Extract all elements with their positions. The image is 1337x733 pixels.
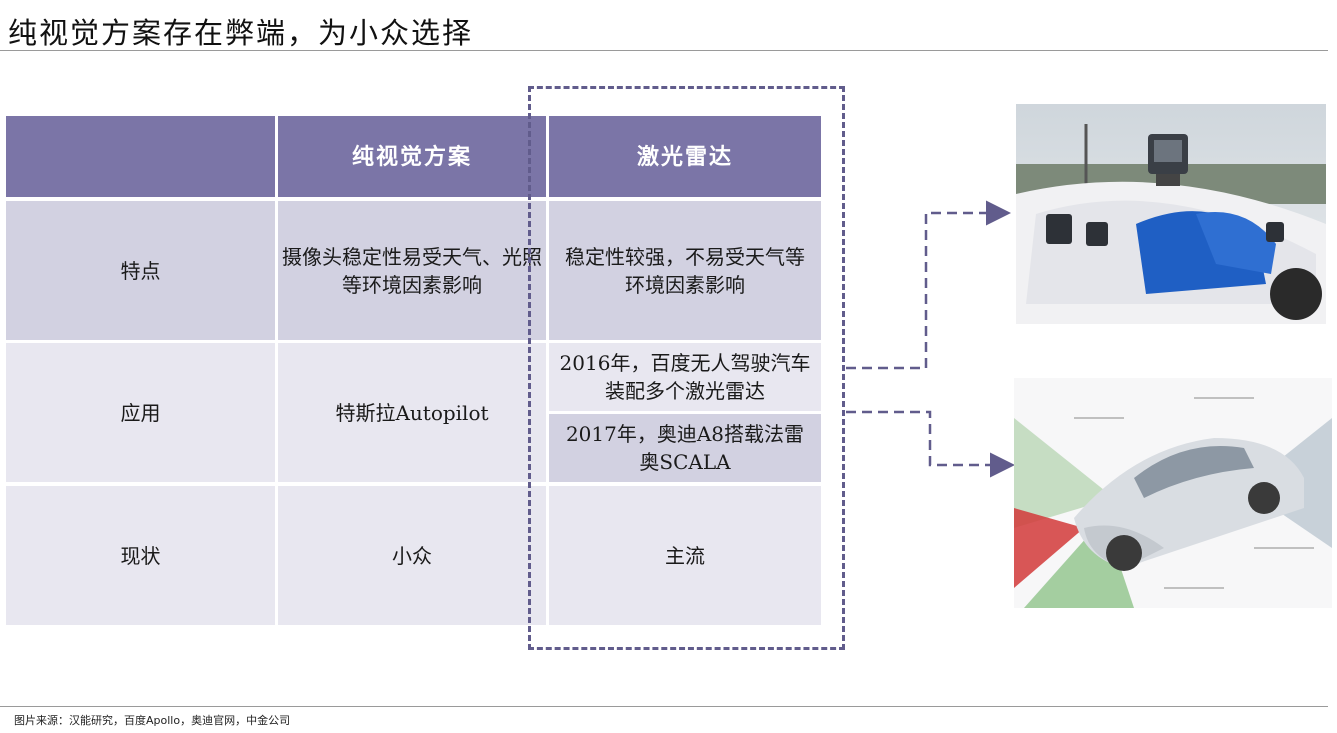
title-divider	[0, 50, 1328, 51]
source-note: 图片来源：汉能研究，百度Apollo，奥迪官网，中金公司	[14, 714, 291, 727]
arrow-to-audi-photo	[846, 410, 1015, 478]
arrow-to-baidu-photo	[846, 200, 1011, 370]
table-header-vision: 纯视觉方案	[278, 116, 546, 197]
vision-status-cell: 小众	[278, 486, 546, 625]
baidu-car-photo	[1016, 104, 1326, 324]
row-label-features: 特点	[6, 201, 275, 340]
footer-divider	[0, 706, 1328, 707]
vision-application-cell: 特斯拉Autopilot	[278, 343, 546, 482]
lidar-features-cell: 稳定性较强，不易受天气等环境因素影响	[549, 201, 821, 340]
table-header-empty	[6, 116, 275, 197]
row-label-application: 应用	[6, 343, 275, 482]
page-title: 纯视觉方案存在弊端，为小众选择	[8, 16, 474, 50]
lidar-application-baidu: 2016年，百度无人驾驶汽车装配多个激光雷达	[549, 343, 821, 411]
audi-sensor-diagram	[1014, 378, 1332, 608]
lidar-highlight-box	[528, 86, 845, 650]
lidar-application-audi: 2017年，奥迪A8搭载法雷奥SCALA	[549, 414, 821, 482]
vision-features-cell: 摄像头稳定性易受天气、光照等环境因素影响	[278, 201, 546, 340]
table-header-lidar: 激光雷达	[549, 116, 821, 197]
row-label-status: 现状	[6, 486, 275, 625]
lidar-status-cell: 主流	[549, 486, 821, 625]
connector-arrows	[846, 200, 1015, 478]
